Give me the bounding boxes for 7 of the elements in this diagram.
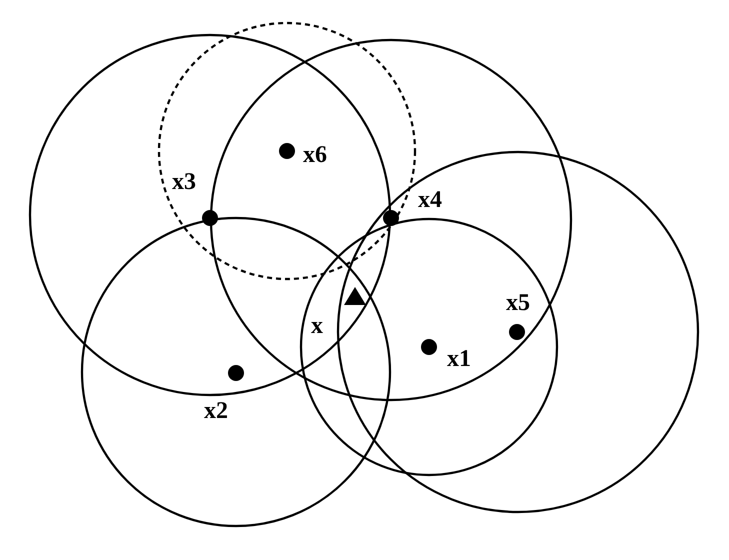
point-label: x6 (303, 143, 327, 167)
point-label: x4 (418, 188, 442, 212)
point-label: x1 (447, 347, 471, 371)
point-label: x3 (172, 170, 196, 194)
point-label: x (311, 314, 323, 338)
point-label: x2 (204, 399, 228, 423)
point-label: x5 (506, 291, 530, 315)
